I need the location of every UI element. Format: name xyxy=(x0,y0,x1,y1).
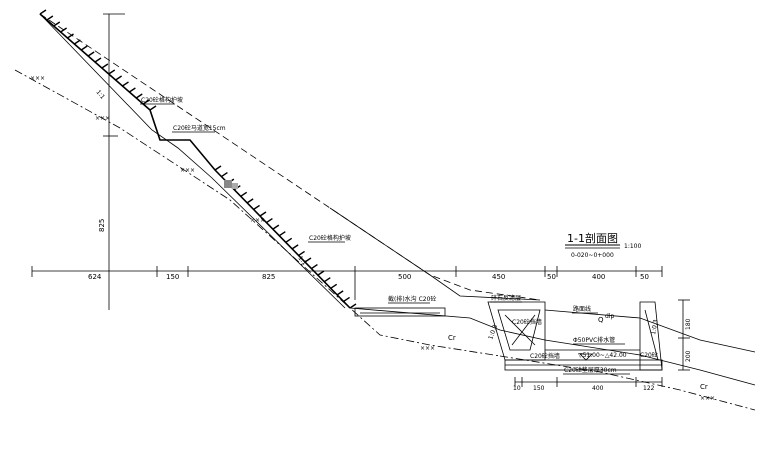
weathered-mark-4: ××× xyxy=(250,217,265,224)
lattice-hatch-mark xyxy=(330,283,338,289)
lattice-hatch-mark xyxy=(343,296,350,303)
lattice-hatch-mark xyxy=(311,263,318,270)
vertical-dim-label: 825 xyxy=(98,219,106,232)
section-scale: 1:100 xyxy=(624,243,641,250)
lattice-hatch-mark xyxy=(221,171,228,178)
lattice-hatch-mark xyxy=(128,87,136,93)
label-drain-channel: 截(排)水沟 C20砼 xyxy=(388,295,436,303)
dim-500: 500 xyxy=(398,273,411,281)
lattice-hatch-mark xyxy=(336,290,344,296)
lattice-hatch-mark xyxy=(298,250,305,257)
lattice-hatch-mark xyxy=(46,15,54,21)
upper-ground-solid-line xyxy=(329,207,541,301)
dim-825: 825 xyxy=(262,273,275,281)
vertical-dimension-right: 180 200 xyxy=(678,299,692,371)
weathered-mark-3: ××× xyxy=(180,167,195,174)
lattice-hatch-mark xyxy=(135,93,143,99)
lattice-hatch-mark xyxy=(39,9,47,15)
platform-road xyxy=(349,307,756,386)
label-water-level: ▽51.00~△42.00 xyxy=(578,352,627,359)
label-pipe: Φ50PVC排水管 xyxy=(573,336,615,344)
slope-protection-main xyxy=(39,9,357,309)
lattice-hatch-mark xyxy=(87,51,95,57)
label-slope-ratio-1: 1:1 xyxy=(94,89,106,101)
lattice-hatch-mark xyxy=(266,217,273,224)
label-wall-ratio-1: 1:0.3 xyxy=(487,324,499,341)
lattice-hatch-mark xyxy=(101,63,109,69)
weathered-mark-5: ××× xyxy=(420,345,435,352)
lattice-hatch-mark xyxy=(115,75,123,81)
lattice-hatch-mark xyxy=(285,237,293,243)
lattice-hatch-mark xyxy=(94,57,102,63)
label-rock-mid: Cr xyxy=(448,334,456,342)
label-rock-right: Cr xyxy=(700,383,708,391)
bottom-dimension-chain: 10 150 400 122 xyxy=(513,377,663,392)
weathered-mark-2: ××× xyxy=(95,115,110,122)
label-wall-top: C20砼挡墙 xyxy=(512,318,542,326)
right-dim-200: 200 xyxy=(685,350,692,362)
top-dimension-chain: 624 150 825 500 450 50 400 50 xyxy=(31,266,663,300)
lattice-hatch-mark xyxy=(53,21,61,27)
lattice-hatch-mark xyxy=(67,33,74,39)
label-wall-fill: 碎石反滤层 xyxy=(491,294,521,302)
lattice-hatch-mark xyxy=(349,303,357,309)
lattice-hatch-mark xyxy=(317,270,325,276)
lattice-hatch-mark xyxy=(80,45,88,51)
drain-pipe xyxy=(545,349,640,361)
right-dim-180: 180 xyxy=(685,318,692,330)
dim-bottom-150: 150 xyxy=(533,385,545,392)
label-slope-upper: C20砼格构护坡 xyxy=(141,96,183,104)
lattice-hatch-mark xyxy=(278,231,286,237)
weathered-mark-6: ××× xyxy=(700,395,715,402)
lattice-hatch-mark xyxy=(108,69,116,75)
dim-bottom-400: 400 xyxy=(592,385,604,392)
lattice-hatch-mark xyxy=(253,204,260,211)
label-road: 路面线 xyxy=(573,305,591,313)
lattice-hatch-mark xyxy=(259,211,267,217)
slope-marker-block-2 xyxy=(232,183,238,189)
lattice-hatch-mark xyxy=(214,165,222,171)
label-slope-lower: C20砼格构护坡 xyxy=(309,234,351,242)
lattice-hatch-mark xyxy=(240,191,248,197)
dim-bottom-10: 10 xyxy=(513,385,521,392)
label-bench: C20砼马道宽15cm xyxy=(173,124,226,132)
lattice-hatch-mark xyxy=(142,99,150,105)
annotations: C20砼格构护坡 C20砼马道宽15cm C20砼格构护坡 截(排)水沟 C20… xyxy=(94,89,707,391)
dim-50a: 50 xyxy=(547,273,556,281)
dim-400: 400 xyxy=(592,273,605,281)
dim-624: 624 xyxy=(88,273,102,281)
base-slab xyxy=(504,359,663,371)
dim-150: 150 xyxy=(166,273,179,281)
section-title-block: 1-1剖面图 1:100 0-020~0+000 xyxy=(565,231,641,259)
lattice-hatch-mark xyxy=(323,277,331,283)
label-wall-right: C20砼 xyxy=(640,351,658,359)
label-soil-upper: Q xyxy=(598,316,604,324)
label-base-slab: C20砼垫层厚30cm xyxy=(564,366,617,374)
dim-50b: 50 xyxy=(640,273,649,281)
lattice-hatch-mark xyxy=(122,81,129,87)
lattice-hatch-mark xyxy=(246,198,254,204)
section-station: 0-020~0+000 xyxy=(571,252,614,259)
weathered-mark-1: ××× xyxy=(30,75,45,82)
label-wall-ratio-2: 1:0.3 xyxy=(650,319,660,336)
label-slope-ratio-2: 1:1 xyxy=(296,255,308,267)
label-wall-left: C20砼挡墙 xyxy=(530,352,560,360)
lattice-hatch-mark xyxy=(60,27,68,33)
lattice-hatch-mark xyxy=(291,244,299,250)
section-title: 1-1剖面图 xyxy=(567,231,618,245)
lattice-hatch-mark xyxy=(272,224,280,230)
vertical-dimension-left: 825 xyxy=(98,13,125,310)
lattice-hatch-mark xyxy=(73,39,81,45)
dim-450: 450 xyxy=(492,273,505,281)
slope-marker-block xyxy=(224,180,232,188)
original-ground-dashed-line xyxy=(39,13,541,301)
lattice-hatch-mark xyxy=(149,105,157,111)
label-soil-upper-sup: dlp xyxy=(605,313,614,320)
dim-bottom-122: 122 xyxy=(643,385,655,392)
lattice-hatch-mark xyxy=(304,257,312,263)
weathered-rock-boundary: ××× ××× ××× ××× ××× ××× xyxy=(14,69,756,411)
